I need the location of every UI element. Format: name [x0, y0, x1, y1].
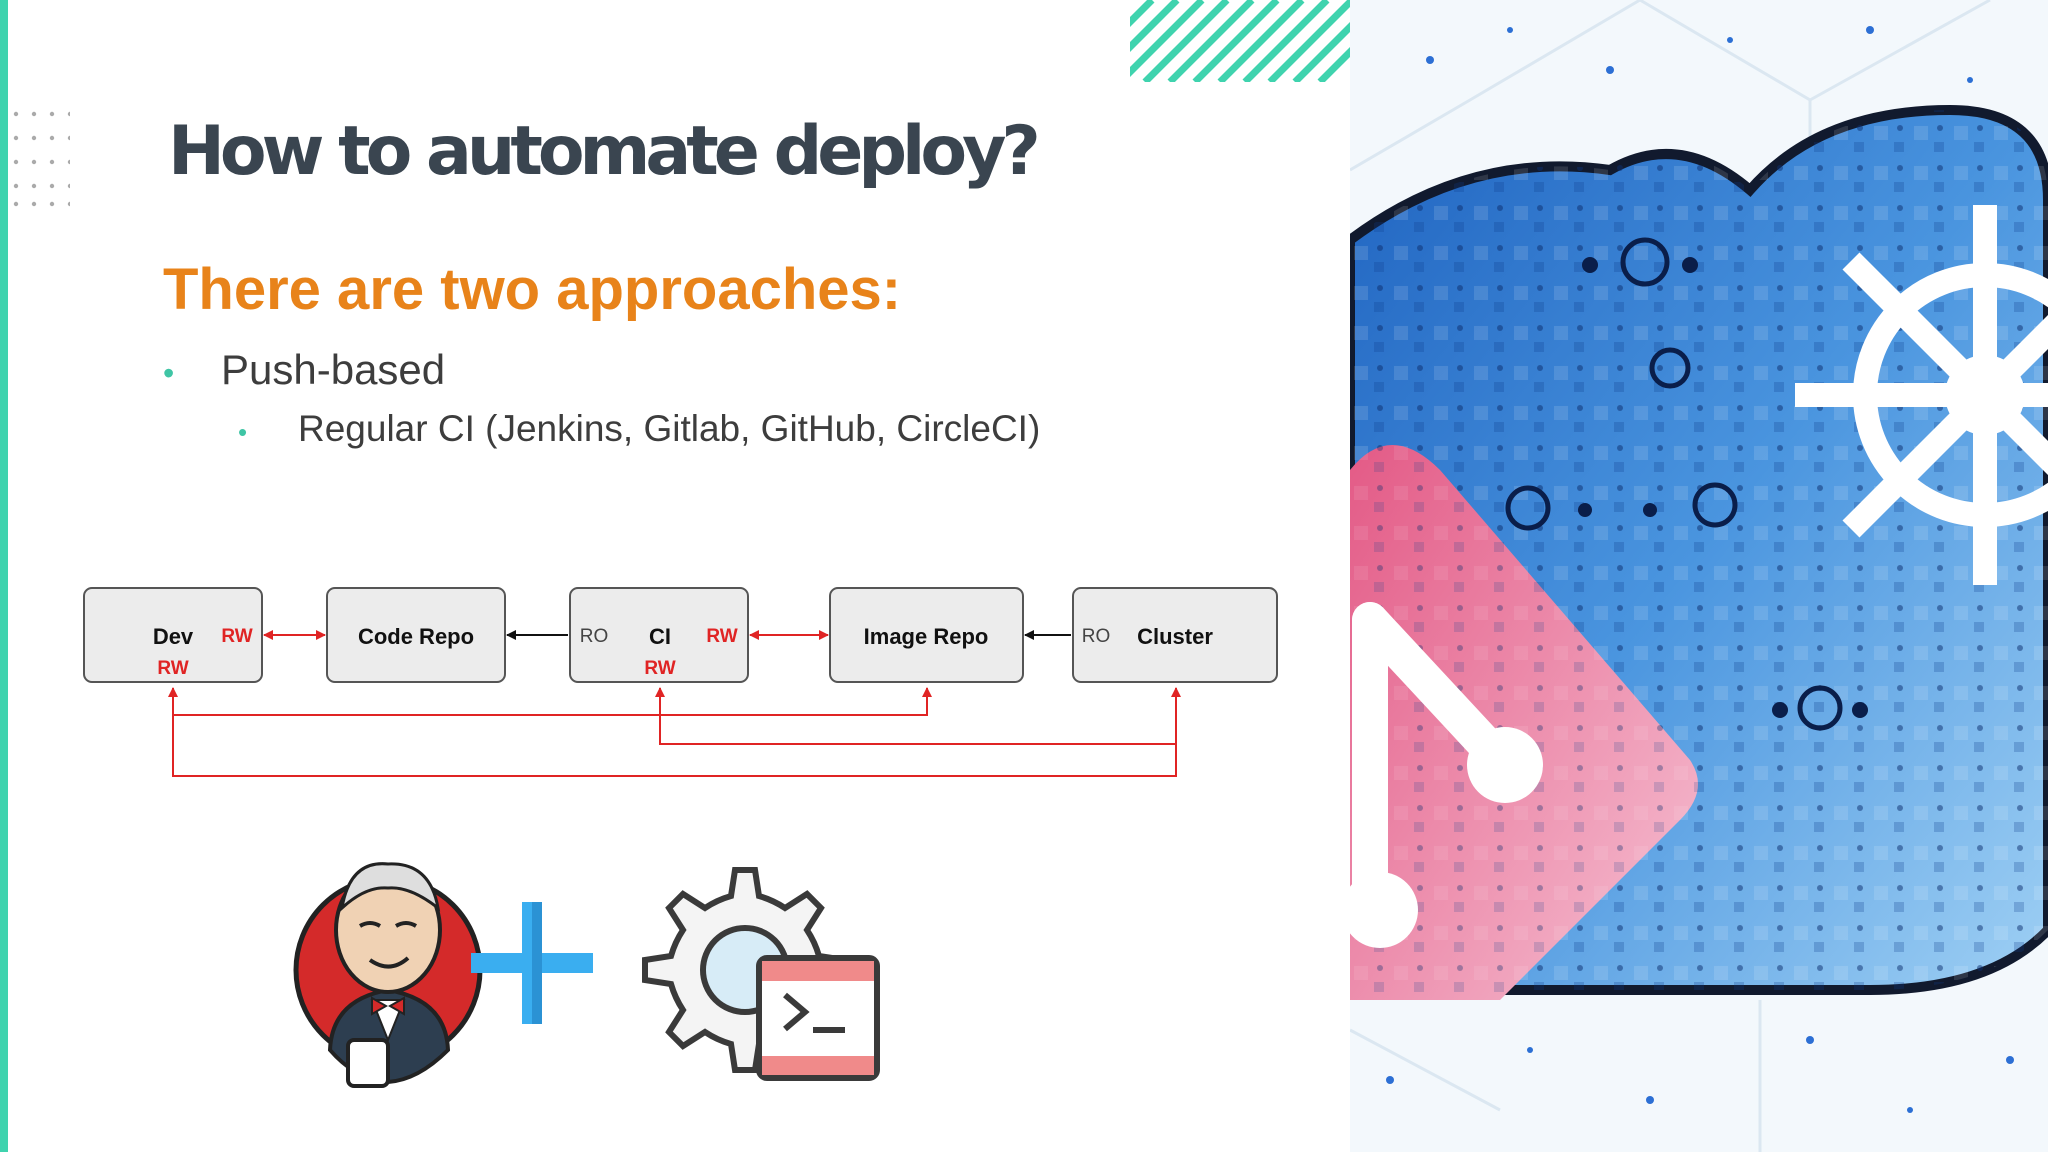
diagonal-stripes-decoration [1130, 0, 1350, 82]
node-dev-rw-bottom: RW [157, 658, 188, 679]
slide-title: How to automate deploy? [168, 112, 1041, 191]
node-cluster-label: Cluster [1137, 624, 1213, 649]
bullet-dot-icon: • [163, 355, 175, 391]
node-ci-rw-bottom: RW [644, 658, 675, 679]
edge-ci-cluster [655, 687, 1181, 745]
node-code-repo-label: Code Repo [358, 624, 474, 649]
bullet-item-level2: • Regular CI (Jenkins, Gitlab, GitHub, Ci… [238, 408, 1040, 450]
node-ci-ro: RO [580, 626, 609, 647]
node-cluster [1072, 587, 1278, 683]
dot-grid-decoration [13, 111, 70, 207]
left-accent-bar [0, 0, 8, 1152]
slide-subtitle: There are two approaches: [163, 257, 902, 322]
jenkins-logo-icon [293, 862, 483, 1088]
node-image-repo [829, 587, 1024, 683]
edge-dev-image-repo [173, 687, 932, 716]
node-dev [83, 587, 263, 683]
pipeline-diagram: Dev RW RW Code Repo RO CI RW RW Image Re… [83, 587, 1278, 777]
node-dev-label: Dev [153, 624, 194, 649]
bullet-dot-icon: • [238, 417, 248, 447]
tool-logos [293, 862, 880, 1088]
bullet-text: Push-based [221, 346, 446, 393]
node-ci [569, 587, 749, 683]
node-ci-label: CI [649, 624, 671, 649]
bullet-text: Regular CI (Jenkins, Gitlab, GitHub, Cir… [298, 408, 1041, 449]
bullet-item-level1: • Push-based [163, 346, 445, 394]
node-dev-rw-right: RW [221, 626, 252, 647]
gear-terminal-icon [642, 867, 880, 1081]
node-code-repo [326, 587, 506, 683]
edge-dev-cluster [172, 715, 1177, 777]
node-image-repo-label: Image Repo [864, 624, 989, 649]
plus-icon [471, 902, 593, 1024]
node-cluster-ro: RO [1082, 626, 1111, 647]
hero-illustration [1350, 0, 2048, 1152]
node-ci-rw-right: RW [706, 626, 737, 647]
